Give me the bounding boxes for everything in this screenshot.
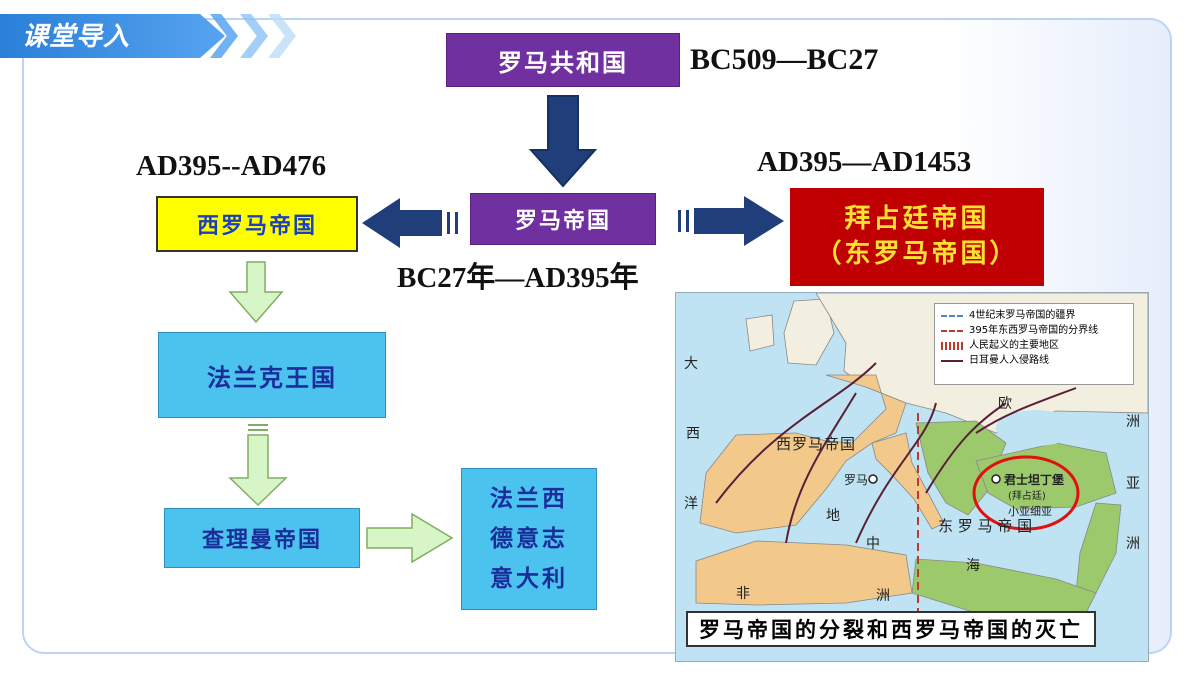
label-europe: 欧 — [998, 396, 1012, 412]
label-africa-2: 洲 — [876, 588, 890, 604]
frankish-kingdom-label: 法兰克王国 — [207, 363, 337, 392]
successor-germany: 德意志 — [490, 525, 568, 552]
legend-item-invasion: 日耳曼人入侵路线 — [941, 353, 1127, 368]
label-africa-1: 非 — [736, 586, 750, 602]
legend-item-border: 4世纪末罗马帝国的疆界 — [941, 308, 1127, 323]
map-caption: 罗马帝国的分裂和西罗马帝国的灭亡 — [686, 611, 1096, 647]
uprising-hatch-icon — [941, 341, 963, 350]
west-roman-empire-box: 西罗马帝国 — [156, 196, 358, 252]
roman-empire-label: 罗马帝国 — [514, 209, 611, 234]
arrow-right-icon — [678, 196, 784, 246]
invasion-route — [715, 362, 877, 504]
rome-marker — [868, 474, 878, 484]
label-ocean-2: 西 — [686, 426, 700, 442]
label-ocean-1: 大 — [684, 356, 698, 372]
map-legend: 4世纪末罗马帝国的疆界 395年东西罗马帝国的分界线 人民起义的主要地区 日耳曼… — [934, 303, 1134, 385]
east-roman-empire-label: （东罗马帝国） — [815, 239, 1019, 269]
successor-france: 法兰西 — [490, 485, 568, 512]
byzantine-dates: AD395—AD1453 — [757, 146, 972, 178]
historical-map: 4世纪末罗马帝国的疆界 395年东西罗马帝国的分界线 人民起义的主要地区 日耳曼… — [675, 292, 1149, 662]
label-asia-minor: 小亚细亚 — [1008, 505, 1052, 518]
byzantine-empire-box: 拜占廷帝国 （东罗马帝国） — [790, 188, 1044, 286]
page-title: 课堂导入 — [22, 22, 131, 52]
charlemagne-empire-box: 查理曼帝国 — [164, 508, 360, 568]
border-dashdot-line-icon — [941, 314, 963, 317]
legend-item-division: 395年东西罗马帝国的分界线 — [941, 323, 1127, 338]
label-east-empire: 东 罗 马 帝 国 — [938, 517, 1033, 535]
byzantine-empire-label: 拜占廷帝国 — [844, 203, 990, 234]
frankish-kingdom-box: 法兰克王国 — [158, 332, 386, 418]
label-constantinople: 君士坦丁堡 — [1004, 473, 1065, 487]
arrow-down-icon — [228, 424, 288, 507]
highlight-circle — [972, 455, 1080, 531]
arrow-down-icon — [528, 95, 598, 188]
republic-dates: BC509—BC27 — [690, 43, 879, 76]
label-continent-2: 洲 — [1126, 536, 1140, 552]
invasion-route — [925, 402, 1007, 494]
roman-republic-box: 罗马共和国 — [446, 33, 680, 87]
invasion-route — [855, 402, 937, 544]
label-constantinople-alt: (拜占廷) — [1008, 491, 1046, 502]
label-sea-3: 海 — [966, 558, 980, 574]
label-asia: 亚 — [1126, 476, 1140, 492]
banner-ribbon — [0, 14, 225, 58]
empire-dates: BC27年—AD395年 — [397, 262, 639, 294]
arrow-left-icon — [362, 198, 458, 248]
legend-item-uprising: 人民起义的主要地区 — [941, 338, 1127, 353]
label-west-empire: 西罗马帝国 — [776, 435, 857, 453]
invasion-route — [975, 387, 1077, 434]
roman-empire-box: 罗马帝国 — [470, 193, 656, 245]
successor-italy: 意大利 — [490, 566, 568, 593]
charlemagne-empire-label: 查理曼帝国 — [201, 528, 322, 553]
successor-states-box: 法兰西 德意志 意大利 — [461, 468, 597, 610]
invasion-route — [785, 392, 857, 544]
west-empire-dates: AD395--AD476 — [136, 150, 327, 182]
constantinople-marker — [991, 474, 1001, 484]
label-sea-1: 地 — [826, 508, 840, 524]
roman-republic-label: 罗马共和国 — [498, 48, 628, 77]
label-sea-2: 中 — [866, 536, 880, 552]
division-dash-line-icon — [941, 329, 963, 332]
label-continent-1: 洲 — [1126, 414, 1140, 430]
arrow-down-icon — [228, 261, 284, 324]
label-rome: 罗马 — [844, 473, 869, 487]
invasion-arrow-icon — [941, 359, 963, 362]
arrow-right-icon — [366, 512, 454, 564]
west-roman-empire-label: 西罗马帝国 — [196, 214, 317, 239]
label-ocean-3: 洋 — [684, 496, 698, 512]
